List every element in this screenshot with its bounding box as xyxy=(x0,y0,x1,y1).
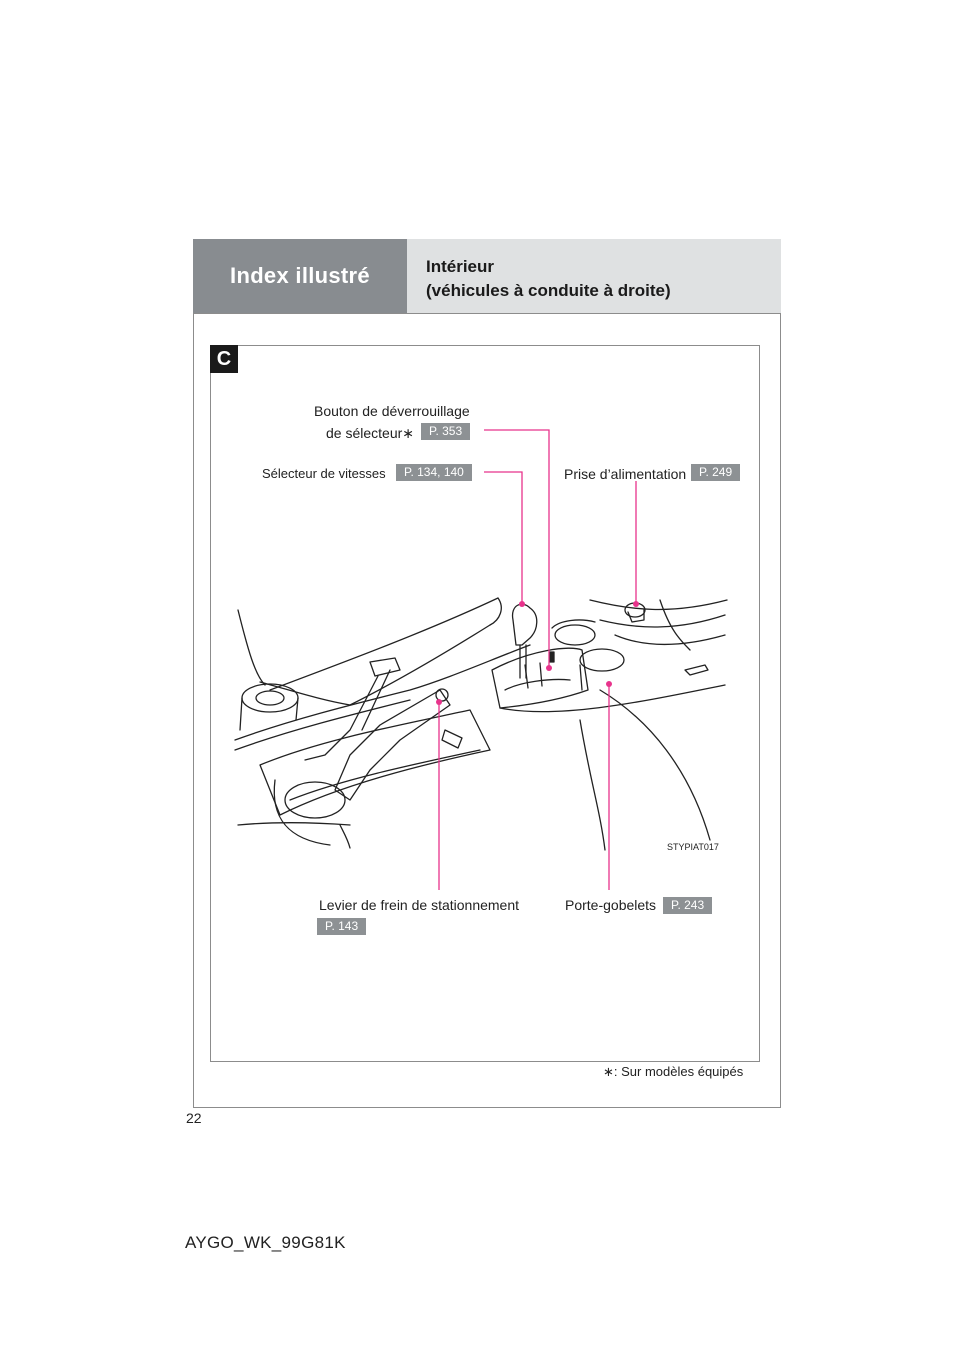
document-code: AYGO_WK_99G81K xyxy=(185,1233,346,1252)
footnote: ∗: Sur modèles équipés xyxy=(603,1064,743,1080)
leader-selector-release xyxy=(484,429,550,668)
page-title-line1: Intérieur xyxy=(426,257,495,276)
footnote-text: : Sur modèles équipés xyxy=(613,1064,744,1079)
parking-brake-ref[interactable]: P. 143 xyxy=(317,918,367,935)
leader-gear-selector xyxy=(484,471,523,604)
dashboard-curve xyxy=(269,597,499,691)
power-outlet-label: Prise d’alimentation xyxy=(564,466,687,482)
passenger-seat-curve xyxy=(599,689,711,841)
handbrake-lever xyxy=(334,689,451,801)
seat-edge-outline xyxy=(237,609,266,686)
handbrake-button xyxy=(435,688,449,702)
illustration-panel xyxy=(210,345,760,1062)
selector-release-label-line2: de sélecteur∗ xyxy=(326,425,415,441)
illustration-code: STYPIAT017 xyxy=(667,842,719,852)
selector-release-label-line1: Bouton de déverrouillage xyxy=(314,403,470,419)
gear-selector-label: Sélecteur de vitesses xyxy=(262,466,386,481)
right-dash xyxy=(589,599,728,611)
cup-holders-label: Porte-gobelets xyxy=(565,897,657,913)
page-header: Intérieur (véhicules à conduite à droite… xyxy=(407,239,781,313)
cup-holders-ref[interactable]: P. 243 xyxy=(663,897,713,914)
center-console-illustration xyxy=(234,597,728,851)
cup-holder-2 xyxy=(579,648,625,672)
page-number: 22 xyxy=(186,1110,202,1126)
asterisk-marker: ∗ xyxy=(402,425,415,441)
cup-holder-1 xyxy=(554,624,596,646)
panel-badge: C xyxy=(210,345,238,373)
console-base xyxy=(234,644,531,741)
selector-release-ref[interactable]: P. 353 xyxy=(421,423,471,440)
header-divider xyxy=(193,313,781,314)
belt-buckle xyxy=(369,657,401,677)
shift-gate xyxy=(491,647,589,709)
parking-brake-label: Levier de frein de stationnement xyxy=(319,897,520,913)
page-title-line2: (véhicules à conduite à droite) xyxy=(426,281,671,300)
footnote-symbol: ∗ xyxy=(603,1064,614,1079)
front-bin xyxy=(259,709,491,816)
power-outlet-ref[interactable]: P. 249 xyxy=(691,464,741,481)
gear-selector-ref[interactable]: P. 134, 140 xyxy=(396,464,472,481)
section-tab: Index illustré xyxy=(193,239,407,313)
gear-knob xyxy=(511,603,538,646)
section-title: Index illustré xyxy=(230,263,370,288)
